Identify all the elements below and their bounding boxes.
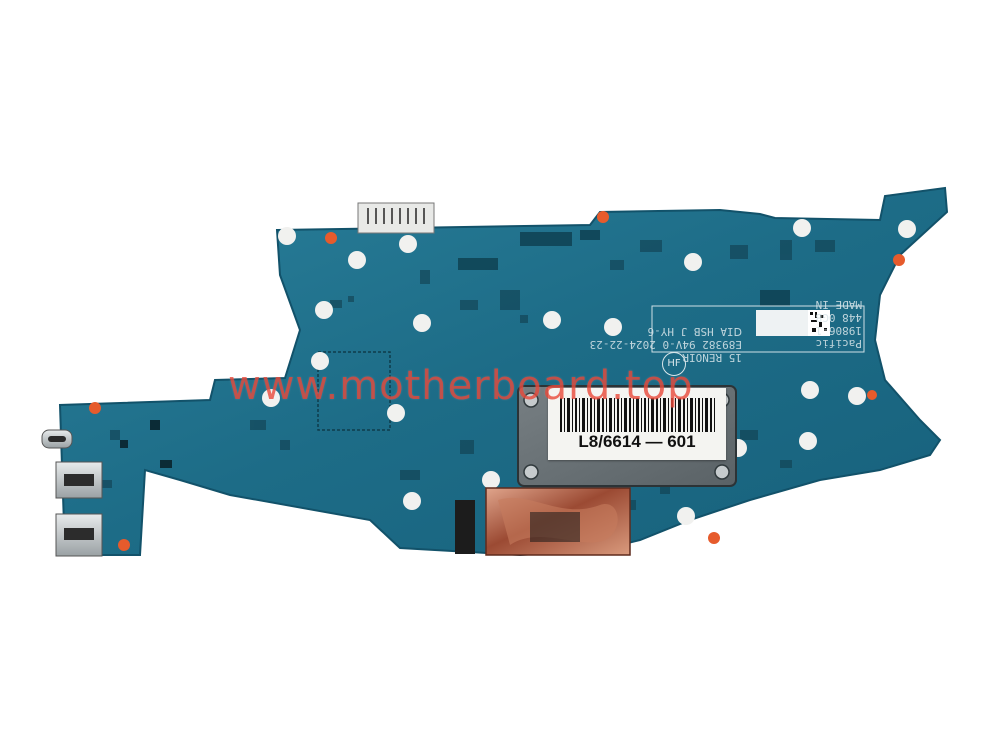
watermark-text: www.motherboard.top [228, 363, 694, 409]
barcode [560, 398, 715, 432]
silkscreen-text: Pacific 19806-1 448 0GB MADE IN [816, 298, 862, 350]
part-number-text: L8/6614 — 601 [578, 432, 696, 451]
part-number-label: L8/6614 — 601 [548, 388, 726, 460]
usb-a-port-2 [55, 513, 103, 557]
silk-line: MADE IN [815, 298, 862, 311]
chip-outline [317, 351, 391, 431]
silk-line: E89382 94V-0 2024-22-23 [589, 338, 742, 351]
silk-line: 448 0GB [815, 311, 862, 324]
ssd-connector [455, 500, 475, 554]
silk-line: ᗡIA HSB J HY-6 [647, 325, 742, 338]
hf-logo: HF [662, 352, 686, 376]
battery-connector [357, 202, 435, 234]
silk-line: Pacific [815, 337, 862, 350]
silk-line: 19806-1 [815, 324, 862, 337]
usb-a-port-1 [55, 461, 103, 499]
